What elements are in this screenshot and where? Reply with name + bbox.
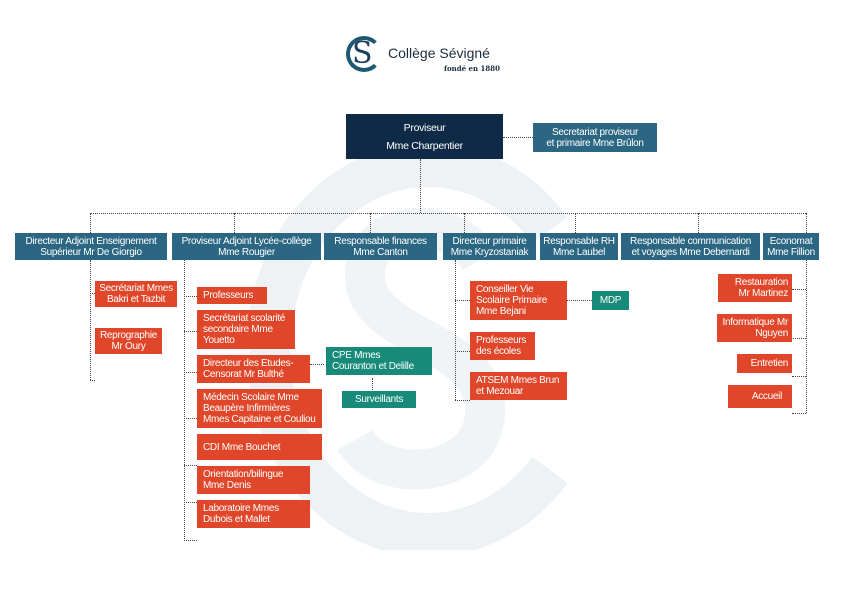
secretariat-line2: et primaire Mme Brûlon [546, 137, 644, 149]
secretariat-scolarite-box: Secrétariat scolarité secondaire Mme You… [197, 310, 295, 349]
connector [455, 351, 470, 352]
connector [184, 465, 197, 466]
surveillants-box: Surveillants [342, 391, 416, 408]
box-line2: Mme Fillion [767, 246, 815, 258]
connector [372, 378, 373, 394]
connector [792, 289, 806, 290]
connector [310, 364, 324, 365]
logo-ring [346, 36, 382, 72]
box-line2: et voyages Mme Debernardi [631, 246, 750, 258]
box-line2: Mme Canton [353, 246, 408, 258]
accueil-box: Accueil [728, 385, 792, 408]
logo-letter: S [352, 36, 373, 71]
connector [792, 413, 806, 414]
box-line2: Supérieur Mr De Giorgio [40, 246, 142, 258]
pa-children: Professeurs Secrétariat scolarité second… [197, 287, 322, 528]
connector [806, 213, 807, 233]
box-line1: Responsable finances [334, 235, 427, 247]
medecin-scolaire-box: Médecin Scolaire Mme Beaupère Infirmière… [197, 389, 322, 428]
restauration-box: Restauration Mr Martinez [718, 274, 792, 302]
secretariat-line1: Secretariat proviseur [552, 126, 638, 138]
proviseur-title: Proviseur [403, 121, 446, 134]
connector [455, 260, 456, 400]
box-line1: Economat [769, 235, 813, 247]
connector [698, 213, 699, 233]
logo-name: Collège Sévigné [388, 45, 490, 61]
conseiller-vie-scolaire-box: Conseiller Vie Scolaire Primaire Mme Bej… [470, 281, 567, 320]
eco-children: Restauration Mr Martinez Informatique Mr… [717, 274, 792, 408]
connector [90, 293, 95, 294]
connector [420, 159, 421, 213]
connector [792, 376, 806, 377]
box-line2: Mme Kryzostaniak [450, 246, 529, 258]
directeur-etudes-box: Directeur des Etudes-Censorat Mr Bulthé [197, 355, 310, 383]
entretien-box: Entretien [737, 354, 792, 373]
connector [184, 372, 197, 373]
connector [184, 418, 197, 419]
dp-children: Conseiller Vie Scolaire Primaire Mme Bej… [470, 281, 567, 400]
connector [90, 380, 95, 381]
mdp-box: MDP [592, 291, 629, 310]
connector [575, 213, 576, 233]
laboratoire-box: Laboratoire Mmes Dubois et Mallet [197, 500, 310, 528]
connector [184, 502, 197, 503]
connector [455, 300, 470, 301]
secretariat-proviseur-box: Secretariat proviseur et primaire Mme Br… [533, 123, 657, 152]
box-line1: Responsable communication [630, 235, 751, 247]
connector [90, 260, 91, 380]
connector [455, 400, 470, 401]
connector [184, 296, 197, 297]
connector [184, 260, 185, 541]
professeurs-ecoles-box: Professeurs des écoles [470, 332, 535, 360]
cpe-box: CPE Mmes Couranton et Delille [326, 347, 432, 375]
box-line2: Mme Rougier [218, 246, 275, 258]
connector [567, 300, 592, 301]
box-line1: Directeur primaire [452, 235, 527, 247]
secretariat-da-box: Secrétariat Mmes Bakri et Tazbit [95, 281, 177, 307]
connector [806, 260, 807, 413]
connector [793, 338, 806, 339]
box-line1: Directeur Adjoint Enseignement [25, 235, 157, 247]
atsem-box: ATSEM Mmes Brun et Mezouar [470, 372, 567, 400]
reprographie-box: Reprographie Mr Oury [95, 328, 162, 354]
connector [464, 213, 465, 233]
professeurs-box: Professeurs [197, 287, 267, 304]
informatique-box: Informatique Mr Nguyen [717, 314, 792, 342]
logo-tagline: fondé en 1880 [444, 64, 501, 73]
cdi-box: CDI Mme Bouchet [197, 434, 322, 460]
proviseur-box: Proviseur Mme Charpentier [346, 114, 503, 159]
connector [503, 137, 533, 138]
proviseur-name: Mme Charpentier [386, 139, 463, 152]
watermark-logo [250, 150, 568, 550]
box-line1: Responsable RH [543, 235, 615, 247]
connector [184, 540, 197, 541]
connector [370, 213, 371, 233]
da-children: Secrétariat Mmes Bakri et Tazbit Reprogr… [95, 281, 177, 354]
box-line1: Proviseur Adjoint Lycée-collège [181, 235, 312, 247]
connector [234, 213, 235, 233]
box-line2: Mme Laubel [552, 246, 606, 258]
connector [90, 213, 806, 214]
connector [90, 213, 91, 233]
orientation-box: Orientation/bilingue Mme Denis [197, 466, 310, 494]
connector [184, 331, 197, 332]
cpe-group: CPE Mmes Couranton et Delille Surveillan… [326, 347, 432, 408]
